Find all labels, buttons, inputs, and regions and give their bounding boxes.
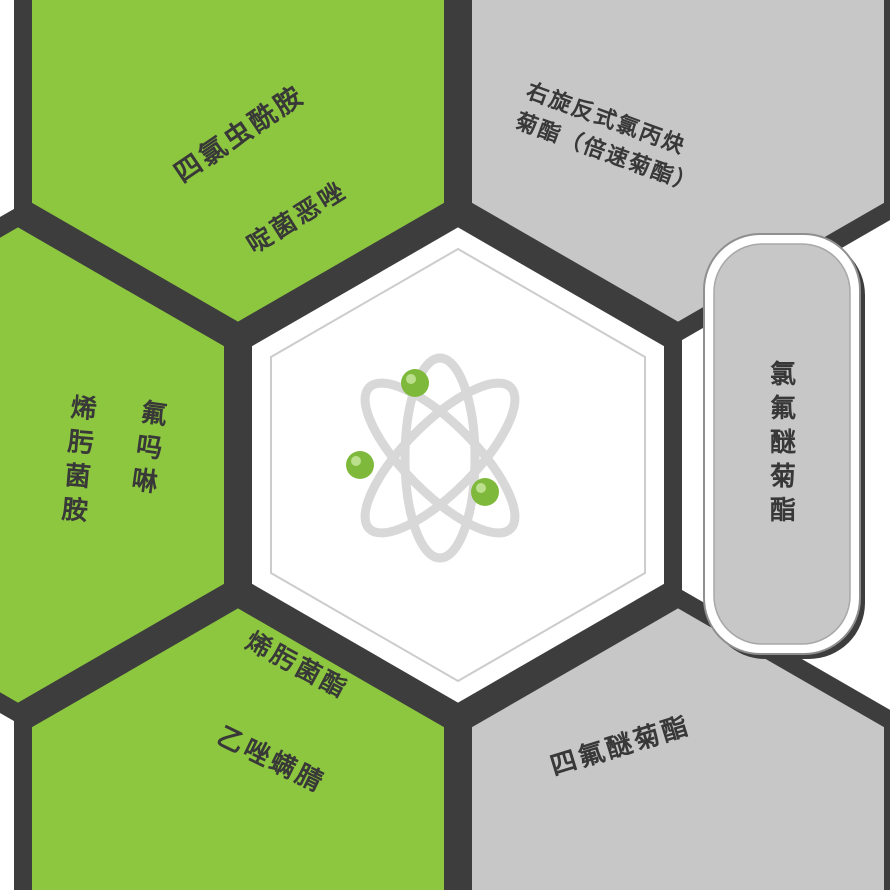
center-hexagon — [234, 206, 682, 724]
atom-electron-highlight — [351, 456, 361, 466]
atom-electron-highlight — [476, 483, 486, 493]
atom-orbit-icon — [400, 353, 480, 563]
hexagon-top-left — [14, 0, 462, 343]
right-pill-inner — [713, 243, 851, 645]
right-pill — [703, 233, 865, 659]
hexagon-bottom-left — [14, 587, 462, 890]
atom-electron-highlight — [406, 374, 416, 384]
atom-electron-icon — [471, 478, 499, 506]
atom-orbit-icon — [360, 378, 520, 538]
center-hexagon-inner-outline — [270, 247, 646, 683]
hexagon-left — [0, 206, 242, 724]
hexagon-bottom-right — [454, 587, 890, 890]
atom-orbit-icon — [360, 378, 520, 538]
atom-icon — [346, 353, 520, 563]
atom-electron-icon — [401, 369, 429, 397]
atom-electron-icon — [346, 451, 374, 479]
